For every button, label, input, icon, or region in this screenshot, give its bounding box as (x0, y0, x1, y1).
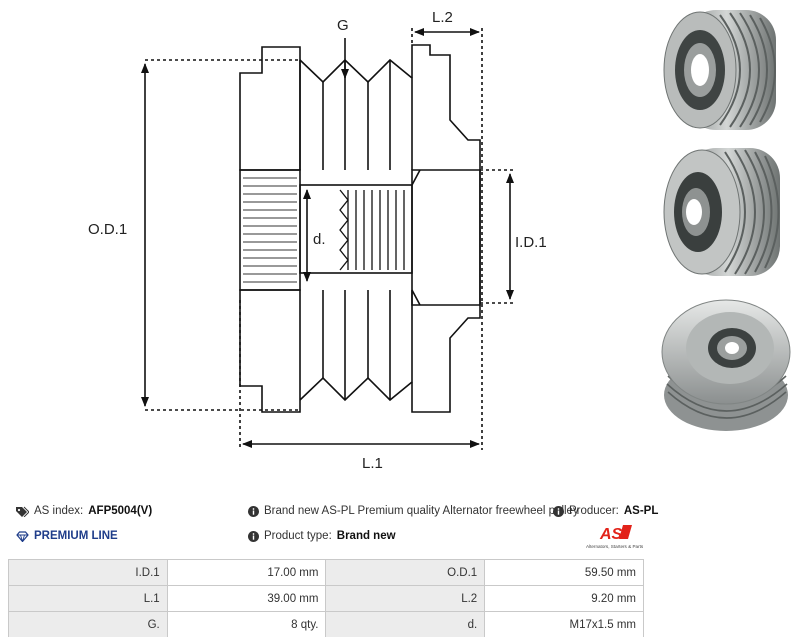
spec-value: 9.20 mm (484, 585, 644, 612)
spec-label: d. (325, 611, 486, 637)
spec-label: L.1 (8, 585, 168, 612)
label-g: G (337, 17, 349, 34)
table-row: I.D.1 17.00 mm O.D.1 59.50 mm (8, 559, 644, 586)
as-pl-logo: AS Alternators, Starters & Parts (586, 525, 644, 549)
label-l2: L.2 (432, 9, 453, 26)
specs-table: I.D.1 17.00 mm O.D.1 59.50 mm L.1 39.00 … (8, 559, 644, 637)
product-photos (661, 10, 791, 431)
as-index-label: AS index: (34, 505, 84, 517)
pulley-photo-angle-1 (663, 10, 776, 130)
logo-mark: AS (599, 526, 623, 543)
technical-drawing: G L.2 O.D.1 d. I.D.1 L.1 (88, 9, 547, 472)
producer-label: Producer: (569, 505, 619, 517)
premium-line-label: PREMIUM LINE (34, 530, 118, 542)
spec-label: L.2 (325, 585, 486, 612)
info-icon (553, 505, 564, 517)
table-row: G. 8 qty. d. M17x1.5 mm (8, 611, 644, 637)
logo-tagline: Alternators, Starters & Parts (586, 544, 644, 549)
info-icon (248, 505, 259, 517)
table-row: L.1 39.00 mm L.2 9.20 mm (8, 585, 644, 612)
product-type-label: Product type: (264, 530, 332, 542)
spec-label: O.D.1 (325, 559, 486, 586)
spec-value: 8 qty. (166, 611, 327, 637)
spec-value: 17.00 mm (166, 559, 327, 586)
tag-icon (16, 506, 29, 517)
description-text: Brand new AS-PL Premium quality Alternat… (264, 505, 579, 517)
info-icon (248, 530, 259, 542)
label-od1: O.D.1 (88, 221, 127, 238)
label-d: d. (313, 231, 326, 248)
pulley-photo-angle-3 (661, 299, 791, 431)
diamond-icon (16, 530, 29, 542)
label-l1: L.1 (362, 455, 383, 472)
premium-line-row: PREMIUM LINE (16, 530, 118, 542)
spec-value: 59.50 mm (484, 559, 644, 586)
spec-value: M17x1.5 mm (484, 611, 644, 637)
producer-value: AS-PL (623, 505, 659, 517)
description-row: Brand new AS-PL Premium quality Alternat… (248, 505, 579, 517)
spec-value: 39.00 mm (166, 585, 327, 612)
producer-row: Producer: AS-PL (553, 505, 658, 517)
as-index-row: AS index: AFP5004(V) (16, 505, 152, 517)
spec-label: I.D.1 (8, 559, 168, 586)
spec-label: G. (8, 611, 168, 637)
pulley-photo-angle-2 (663, 148, 780, 276)
product-type-row: Product type: Brand new (248, 530, 396, 542)
product-type-value: Brand new (336, 530, 396, 542)
label-id1: I.D.1 (515, 234, 547, 251)
as-index-value: AFP5004(V) (88, 505, 153, 517)
